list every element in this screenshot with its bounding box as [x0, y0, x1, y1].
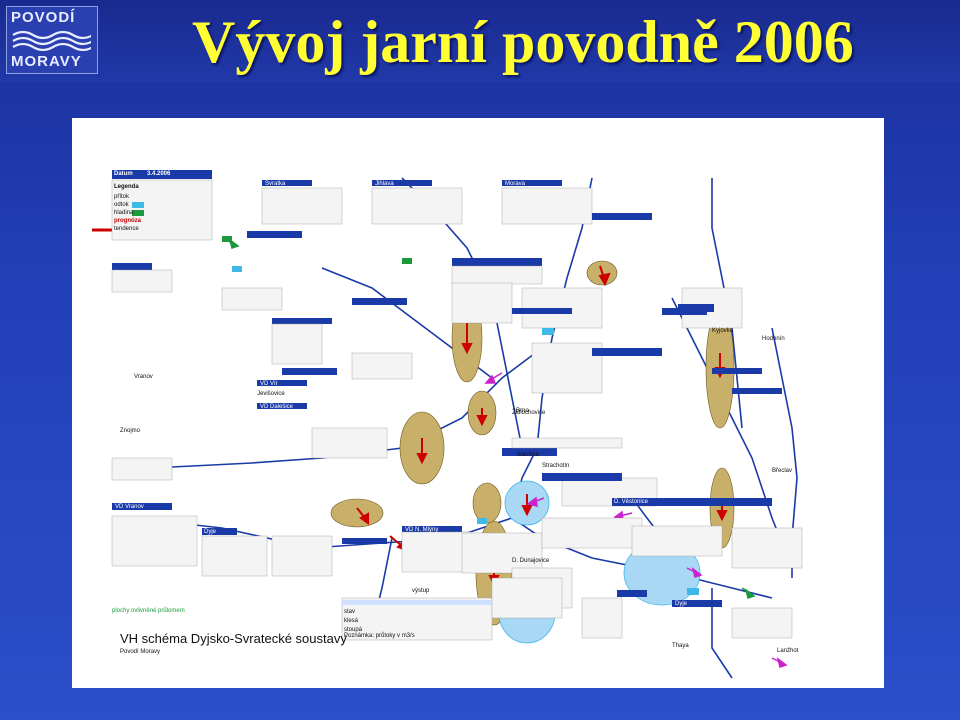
label-zidlochovice: Židlochovice [512, 410, 546, 416]
label-vranov: VD Vranov [115, 504, 144, 510]
label-strachotin: Strachotín [542, 463, 570, 469]
legend-prognoza: prognóza [114, 218, 141, 224]
label-stav: stav [344, 609, 356, 615]
label-morava: Morava [505, 181, 526, 187]
title-bar [0, 0, 960, 82]
label-dolni-vestonice: D. Věstonice [614, 499, 649, 505]
label-stoupa: stoupá [344, 627, 363, 633]
label-znojmo: Znojmo [120, 428, 141, 434]
label-dyje-2: Dyje [675, 601, 688, 607]
label-dolni-dunajovice: D. Dunajovice [512, 558, 550, 564]
label-dalesice: VD Dalešice [260, 404, 294, 410]
label-svratka: Svratka [265, 181, 286, 187]
wave-icon [12, 30, 91, 51]
label-jevisovice: Jevišovice [257, 391, 285, 397]
legend-tendence: tendence [114, 226, 139, 232]
label-poznamka: Poznámka: průtoky v m3/s [344, 633, 415, 639]
reservoir-middle [472, 482, 502, 524]
legend-label: Legenda [114, 184, 139, 190]
label-hodonin: Hodonín [762, 336, 785, 342]
label-jihlava: Jihlava [375, 181, 394, 187]
diagram-subcaption: Povodí Moravy [120, 649, 161, 655]
legend-odtok: odtok [114, 202, 129, 208]
reservoir-znojmo [330, 498, 384, 528]
label-nmlyny: VD N. Mlýny [405, 527, 439, 533]
datum-value: 3.4.2006 [147, 171, 171, 177]
direction-arrows [484, 372, 788, 668]
logo-line-2: MORAVY [11, 53, 82, 70]
legend-hladina: hladina [114, 210, 134, 216]
label-thaya: Thaya [672, 643, 689, 649]
label-dyje: Dyje [204, 529, 217, 535]
diagram-panel: Datum 3.4.2006 Legenda přítok odtok hlad… [72, 118, 884, 688]
povodi-moravy-logo: POVODÍ MORAVY [6, 6, 98, 74]
slide-title: Vývoj jarní povodně 2006 [192, 9, 854, 75]
datum-label: Datum [114, 171, 133, 177]
label-klesa: klesá [344, 618, 359, 624]
label-plochy: plochy ovlivněné průlomem [112, 608, 185, 614]
logo-line-1: POVODÍ [11, 9, 76, 26]
legend-pritok: přítok [114, 194, 130, 200]
water-scheme-diagram [92, 170, 803, 679]
label-vystup: výstup [412, 588, 430, 594]
diagram-caption: VH schéma Dyjsko-Svratecké soustavy [120, 631, 347, 646]
label-breclav: Břeclav [772, 468, 793, 474]
station-markers [132, 202, 699, 595]
label-vir: VD Vír [260, 381, 278, 387]
label-vranov-top: Vranov [134, 374, 153, 380]
data-tables [111, 170, 803, 641]
label-brno: Brno [516, 408, 529, 414]
label-ivancice: Ivančice [517, 452, 540, 458]
label-lanzhot: Lanžhot [777, 648, 799, 654]
label-kyjovka: Kyjovka [712, 328, 734, 334]
